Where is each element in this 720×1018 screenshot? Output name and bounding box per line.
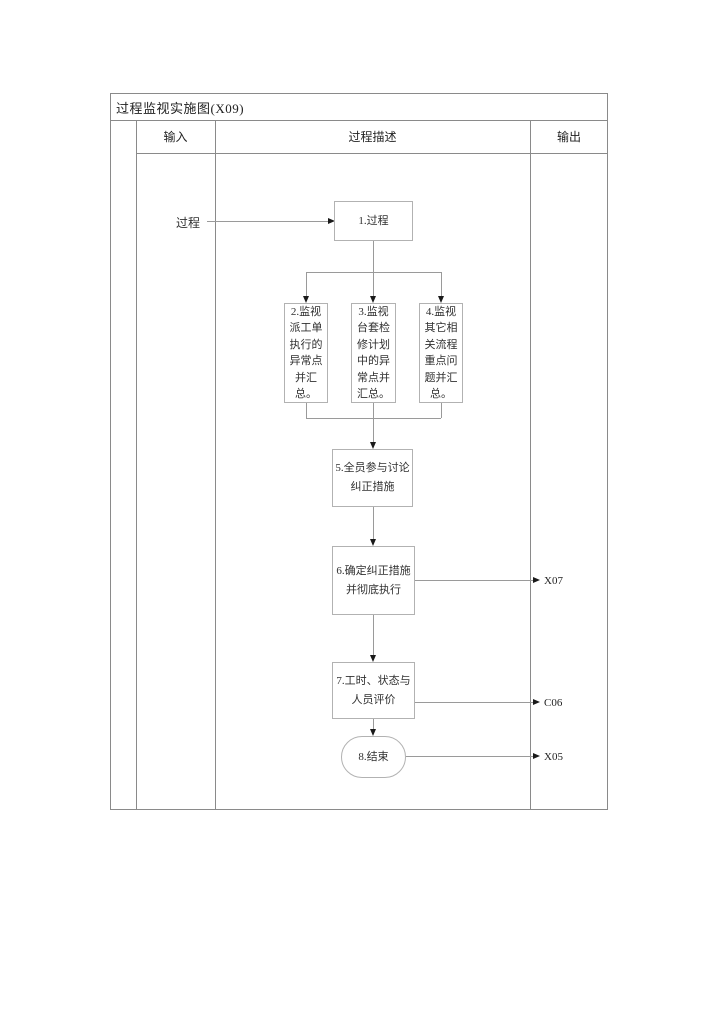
table-border: [110, 93, 608, 810]
output-arrowhead-x05: [533, 753, 540, 759]
title-row-divider: [110, 120, 608, 121]
header-row-divider: [136, 153, 608, 154]
header-input-cell: 输入: [163, 130, 188, 144]
input-arrow-line: [207, 221, 329, 222]
node-8-end-terminator: 8.结束: [341, 736, 406, 778]
connector-node7-node8: [373, 719, 374, 730]
output-arrow-c06-line: [415, 702, 533, 703]
connector-node1-stem: [373, 241, 374, 272]
arrowhead-node6: [370, 539, 376, 546]
connector-drop-node4: [441, 272, 442, 297]
header-output-cell: 输出: [556, 130, 581, 144]
output-label-c06: C06: [544, 697, 563, 709]
connector-drop-node3: [373, 272, 374, 297]
output-arrow-x05-line: [406, 756, 533, 757]
column-divider-input-process: [215, 120, 216, 810]
header-process-cell: 过程描述: [348, 130, 397, 144]
input-label: 过程: [175, 216, 200, 230]
arrowhead-node5: [370, 442, 376, 449]
arrowhead-node8: [370, 729, 376, 736]
connector-merge-node2: [306, 403, 307, 418]
arrowhead-node2: [303, 296, 309, 303]
node-2-monitor-work-orders: 2.监视 派工单 执行的 异常点 并汇 总。: [284, 303, 328, 403]
node-4-monitor-other-flows: 4.监视 其它相 关流程 重点问 题并汇 总。: [419, 303, 463, 403]
input-arrowhead: [328, 218, 335, 224]
output-label-x05: X05: [544, 751, 563, 763]
node-5-discuss-corrective-actions: 5.全员参与讨论 纠正措施: [332, 449, 413, 507]
arrowhead-node3: [370, 296, 376, 303]
column-divider-process-output: [530, 120, 531, 810]
connector-node5-node6: [373, 507, 374, 539]
column-divider-left-margin: [136, 120, 137, 810]
output-arrow-x07-line: [415, 580, 533, 581]
connector-node6-node7: [373, 615, 374, 655]
output-label-x07: X07: [544, 575, 563, 587]
connector-merge-stem: [373, 403, 374, 443]
connector-drop-node2: [306, 272, 307, 297]
page-title: 过程监视实施图(X09): [116, 100, 245, 116]
node-3-monitor-maintenance-plan: 3.监视 台套检 修计划 中的异 常点并 汇总。: [351, 303, 396, 403]
arrowhead-node7: [370, 655, 376, 662]
node-7-evaluation: 7.工时、状态与 人员评价: [332, 662, 415, 719]
output-arrowhead-x07: [533, 577, 540, 583]
arrowhead-node4: [437, 296, 444, 303]
node-6-determine-corrective-actions: 6.确定纠正措施 并彻底执行: [332, 546, 415, 615]
node-1-process: 1.过程: [334, 201, 413, 241]
output-arrowhead-c06: [533, 699, 540, 705]
connector-merge-node4: [441, 403, 442, 418]
